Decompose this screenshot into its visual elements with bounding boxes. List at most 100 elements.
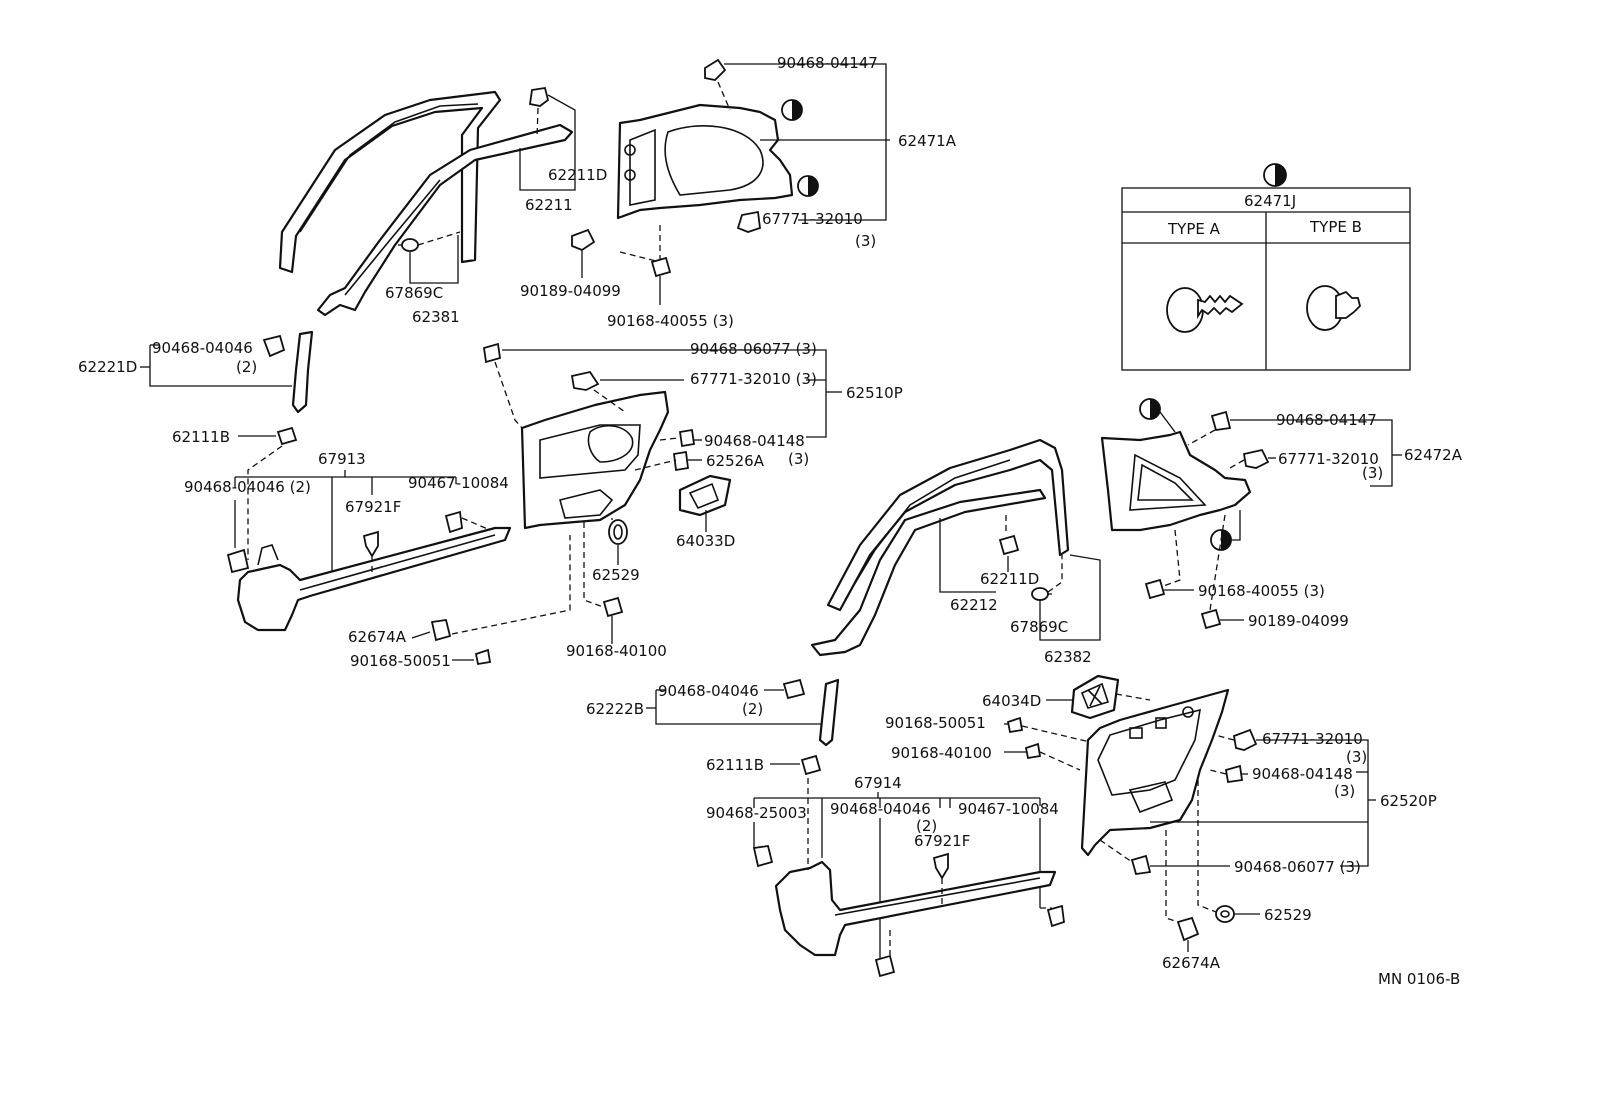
clip-62111B-left	[276, 426, 298, 446]
label-90467-10084-left: 90467-10084	[408, 474, 509, 492]
legend-type-b: TYPE B	[1309, 218, 1362, 236]
screw-90168-50051-lower	[1006, 716, 1024, 734]
garnish-62222B	[818, 678, 840, 747]
clip-62211D	[528, 86, 550, 107]
label-90468-04046-lower-b: 90468-04046	[830, 800, 931, 818]
clip-62674A-left	[430, 618, 452, 642]
label-62674A-left: 62674A	[348, 628, 407, 646]
clip-90468-04046-lower-b	[874, 954, 896, 978]
diagram-code: MN 0106-B	[1378, 970, 1460, 988]
label-90468-25003: 90468-25003	[706, 804, 807, 822]
label-67913: 67913	[318, 450, 366, 468]
cover-64034D	[1070, 674, 1120, 720]
screw-90168-50051-left	[474, 648, 492, 666]
label-62111B-lower: 62111B	[706, 756, 764, 774]
clip-67771-32010-mid	[570, 370, 600, 391]
label-67869C-right: 67869C	[1010, 618, 1068, 636]
label-62221D: 62221D	[78, 358, 137, 376]
label-62381: 62381	[412, 308, 460, 326]
quarter-trim-62510P	[520, 390, 670, 530]
clip-67771-32010-right	[1242, 448, 1270, 469]
label-62212: 62212	[950, 596, 998, 614]
label-67869C-top: 67869C	[385, 284, 443, 302]
clip-67771-32010-lower	[1232, 728, 1258, 751]
fastener-90189-04099-right	[1200, 608, 1222, 630]
fastener-90189-04099	[571, 228, 596, 252]
label-67921F-lower: 67921F	[914, 832, 970, 850]
label-67914: 67914	[854, 774, 902, 792]
label-62211D-top: 62211D	[548, 166, 607, 184]
clip-62211D-right	[998, 534, 1020, 556]
fastener-90168-40055-top	[650, 256, 672, 278]
label-90168-40055-top: 90168-40055 (3)	[607, 312, 734, 330]
label-62382: 62382	[1044, 648, 1092, 666]
fastener-90168-40055-right	[1144, 578, 1166, 600]
screw-90168-40100-lower	[1024, 742, 1042, 760]
clip-62674A-lower	[1176, 916, 1200, 942]
label-qty2-lower-b: (2)	[916, 817, 937, 835]
label-64034D: 64034D	[982, 692, 1041, 710]
clip-67921F-lower	[932, 852, 949, 880]
label-62222B: 62222B	[586, 700, 644, 718]
label-90189-04099-right: 90189-04099	[1248, 612, 1349, 630]
label-67771-32010-mid: 67771-32010 (3)	[690, 370, 817, 388]
label-90168-40100-mid: 90168-40100	[566, 642, 667, 660]
clip-90468-04046-lower	[782, 678, 806, 700]
clip-90468-04046-left	[262, 334, 286, 358]
label-62211: 62211	[525, 196, 573, 214]
label-qty3-top: (3)	[855, 232, 876, 250]
label-90189-04099-top: 90189-04099	[520, 282, 621, 300]
label-90168-50051-lower: 90168-50051	[885, 714, 986, 732]
label-90168-50051-left: 90168-50051	[350, 652, 451, 670]
clip-67869C-right	[1031, 587, 1052, 601]
label-62674A-lower: 62674A	[1162, 954, 1221, 972]
half-circle-icon	[781, 99, 803, 121]
label-90468-04147-right: 90468-04147	[1276, 411, 1377, 429]
clip-67869C	[398, 238, 419, 252]
clip-90468-04148-mid	[678, 428, 696, 448]
quarter-trim-62520P	[1080, 688, 1230, 857]
label-qty2-left: (2)	[236, 358, 257, 376]
screw-90168-40100-mid	[602, 596, 624, 618]
clip-90467-10084-lower	[1046, 904, 1065, 928]
half-circle-icon	[797, 175, 819, 197]
half-circle-icon	[1263, 163, 1287, 187]
clip-90468-06077-lower	[1130, 854, 1152, 876]
legend-type-a: TYPE A	[1167, 220, 1221, 238]
scuff-plate-67914	[752, 844, 1057, 957]
label-62529-lower: 62529	[1264, 906, 1312, 924]
legend-62471J: 62471J TYPE A TYPE B	[1121, 163, 1411, 371]
garnish-62221D	[291, 330, 314, 414]
screw-type-a-icon	[1166, 287, 1244, 333]
label-62211D-right: 62211D	[980, 570, 1039, 588]
label-67771-32010-top: 67771-32010	[762, 210, 863, 228]
label-62526A: 62526A	[706, 452, 765, 470]
label-qty3-right: (3)	[1362, 464, 1383, 482]
label-90468-04148-mid: 90468-04148	[704, 432, 805, 450]
label-qty2-lower: (2)	[742, 700, 763, 718]
clip-90468-06077-mid	[482, 342, 502, 364]
grommet-62529-mid	[608, 519, 628, 545]
label-qty3-lower-a: (3)	[1346, 748, 1367, 766]
quarter-trim-62471A	[616, 58, 794, 220]
label-62471A: 62471A	[898, 132, 957, 150]
grommet-62529-lower	[1215, 905, 1235, 923]
label-qty3-mid: (3)	[788, 450, 809, 468]
center-pillar-garnish-62381	[316, 123, 574, 317]
label-90468-04046-lower: 90468-04046	[658, 682, 759, 700]
half-circle-icon	[1139, 398, 1161, 420]
label-67771-32010-right: 67771-32010	[1278, 450, 1379, 468]
center-pillar-garnish-62382	[810, 488, 1047, 657]
clip-90468-04147-right	[1210, 410, 1232, 432]
clip-62526A	[672, 450, 690, 472]
label-62520P: 62520P	[1380, 792, 1437, 810]
label-64033D: 64033D	[676, 532, 735, 550]
roof-side-garnish-right	[826, 438, 1070, 612]
clip-62111B-lower	[800, 754, 822, 776]
label-90468-06077-lower: 90468-06077 (3)	[1234, 858, 1361, 876]
label-qty3-lower-b: (3)	[1334, 782, 1355, 800]
clip-90468-04148-lower	[1224, 764, 1244, 784]
label-90467-10084-lower: 90467-10084	[958, 800, 1059, 818]
label-90468-04148-lower: 90468-04148	[1252, 765, 1353, 783]
